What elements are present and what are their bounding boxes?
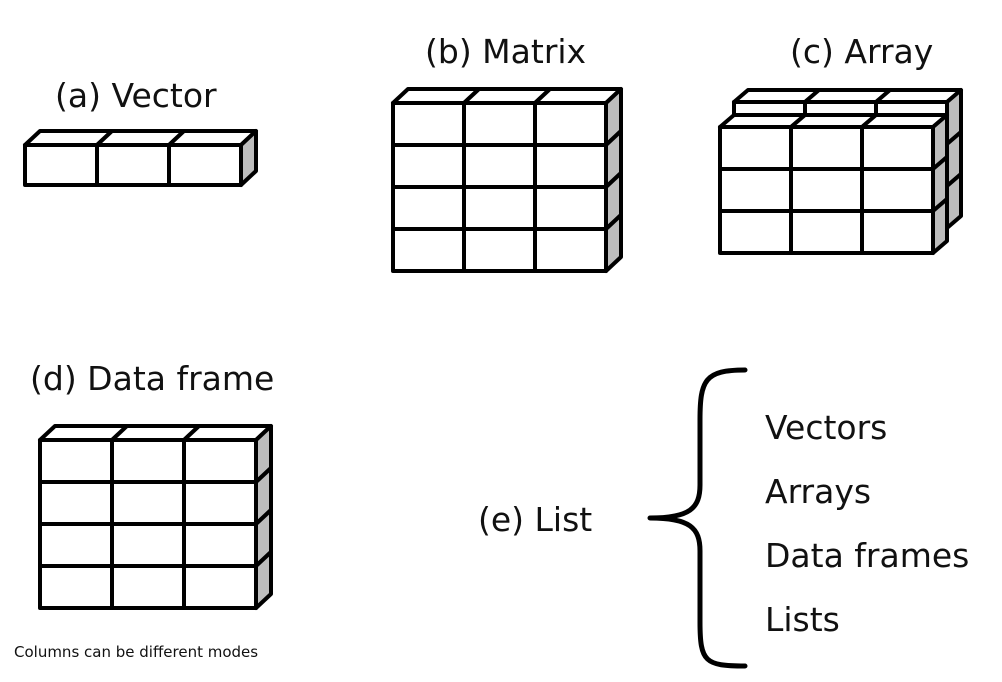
array-grid (718, 88, 963, 255)
list-item-data-frames: Data frames (765, 536, 969, 575)
cube-front-face (167, 143, 243, 187)
cube-front-face (182, 438, 258, 484)
array-label: (c) Array (790, 32, 933, 71)
vector-grid (23, 129, 258, 187)
cube-front-face (462, 185, 537, 231)
dataframe-label: (d) Data frame (30, 359, 274, 398)
list-item-vectors: Vectors (765, 408, 887, 447)
cube-front-face (533, 227, 608, 273)
vector-panel: (a) Vector (23, 76, 258, 187)
dataframe-panel: (d) Data frame Columns can be different … (14, 359, 274, 661)
cube-front-face (462, 143, 537, 189)
dataframe-note: Columns can be different modes (14, 643, 258, 661)
cube-front-face (462, 227, 537, 273)
cube-front-face (110, 564, 186, 610)
cube-front-face (860, 209, 935, 255)
cube-front-face (789, 209, 864, 255)
matrix-panel: (b) Matrix (391, 32, 623, 273)
cube-front-face (533, 143, 608, 189)
cube-front-face (110, 480, 186, 526)
cube-front-face (38, 480, 114, 526)
cube-front-face (533, 101, 608, 147)
list-panel: (e) List Vectors Arrays Data frames List… (478, 367, 969, 669)
list-label: (e) List (478, 500, 592, 539)
array-panel: (c) Array (718, 32, 963, 255)
cube-side-face (945, 172, 963, 230)
matrix-grid (391, 87, 623, 273)
cube-front-face (860, 167, 935, 213)
cube-front-face (38, 564, 114, 610)
cube-front-face (718, 209, 793, 255)
cube-front-face (110, 438, 186, 484)
cube-front-face (718, 125, 793, 171)
cube-front-face (182, 564, 258, 610)
cube-front-face (462, 101, 537, 147)
vector-label: (a) Vector (55, 76, 217, 115)
cube-front-face (789, 125, 864, 171)
cube-front-face (533, 185, 608, 231)
cube-front-face (38, 522, 114, 568)
cube-front-face (789, 167, 864, 213)
cube-front-face (182, 480, 258, 526)
list-item-lists: Lists (765, 600, 840, 639)
list-item-arrays: Arrays (765, 472, 871, 511)
matrix-label: (b) Matrix (425, 32, 586, 71)
cube-front-face (23, 143, 99, 187)
cube-front-face (391, 227, 466, 273)
cube-front-face (182, 522, 258, 568)
cube-front-face (391, 101, 466, 147)
cube-front-face (38, 438, 114, 484)
cube-front-face (860, 125, 935, 171)
cube-front-face (391, 143, 466, 189)
cube-front-face (391, 185, 466, 231)
dataframe-grid (38, 424, 273, 610)
cube-front-face (718, 167, 793, 213)
cube-side-face (931, 197, 949, 255)
list-brace (647, 367, 748, 669)
cube-front-face (95, 143, 171, 187)
cube-front-face (110, 522, 186, 568)
